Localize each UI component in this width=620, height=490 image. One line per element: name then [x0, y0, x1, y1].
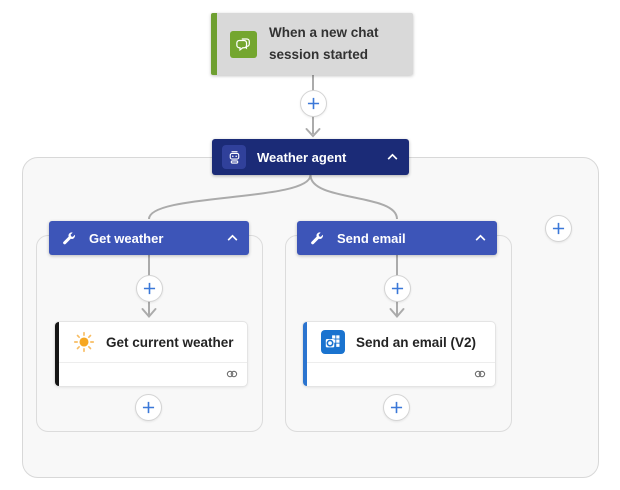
action-label: Send an email (V2) — [356, 334, 477, 350]
plus-icon — [390, 401, 403, 414]
trigger-card-chat-session[interactable]: When a new chat session started — [211, 13, 413, 75]
action-card-footer — [307, 363, 495, 385]
action-card-footer — [59, 363, 247, 385]
tool-label: Get weather — [89, 230, 164, 246]
tool-header-send-email[interactable]: Send email — [297, 221, 497, 255]
chevron-up-icon[interactable] — [386, 151, 399, 164]
arrowhead-icon — [305, 128, 321, 138]
bot-icon — [222, 145, 246, 169]
chat-session-icon — [230, 30, 257, 58]
action-card-send-an-email-v2[interactable]: Send an email (V2) — [303, 322, 495, 386]
wrench-icon — [311, 231, 324, 244]
plus-icon — [391, 282, 404, 295]
sun-icon — [73, 331, 95, 353]
action-card-get-current-weather[interactable]: Get current weather — [55, 322, 247, 386]
wrench-icon — [63, 231, 76, 244]
action-card-main: Send an email (V2) — [307, 322, 495, 363]
connection-icon — [474, 370, 486, 378]
insert-step-button[interactable] — [300, 90, 327, 117]
action-card-main: Get current weather — [59, 322, 247, 363]
connection-icon — [226, 370, 238, 378]
plus-icon — [143, 282, 156, 295]
insert-action-button[interactable] — [136, 275, 163, 302]
outlook-icon — [321, 330, 345, 354]
agent-label: Weather agent — [257, 149, 347, 165]
add-tool-button[interactable] — [545, 215, 572, 242]
add-action-button[interactable] — [383, 394, 410, 421]
chevron-up-icon[interactable] — [474, 232, 487, 245]
tool-label: Send email — [337, 230, 406, 246]
chevron-up-icon[interactable] — [226, 232, 239, 245]
plus-icon — [307, 97, 320, 110]
add-action-button[interactable] — [135, 394, 162, 421]
action-label: Get current weather — [106, 334, 234, 350]
agent-header-weather-agent[interactable]: Weather agent — [212, 139, 409, 175]
insert-action-button[interactable] — [384, 275, 411, 302]
plus-icon — [142, 401, 155, 414]
plus-icon — [552, 222, 565, 235]
tool-header-get-weather[interactable]: Get weather — [49, 221, 249, 255]
trigger-label: When a new chat session started — [269, 25, 379, 62]
